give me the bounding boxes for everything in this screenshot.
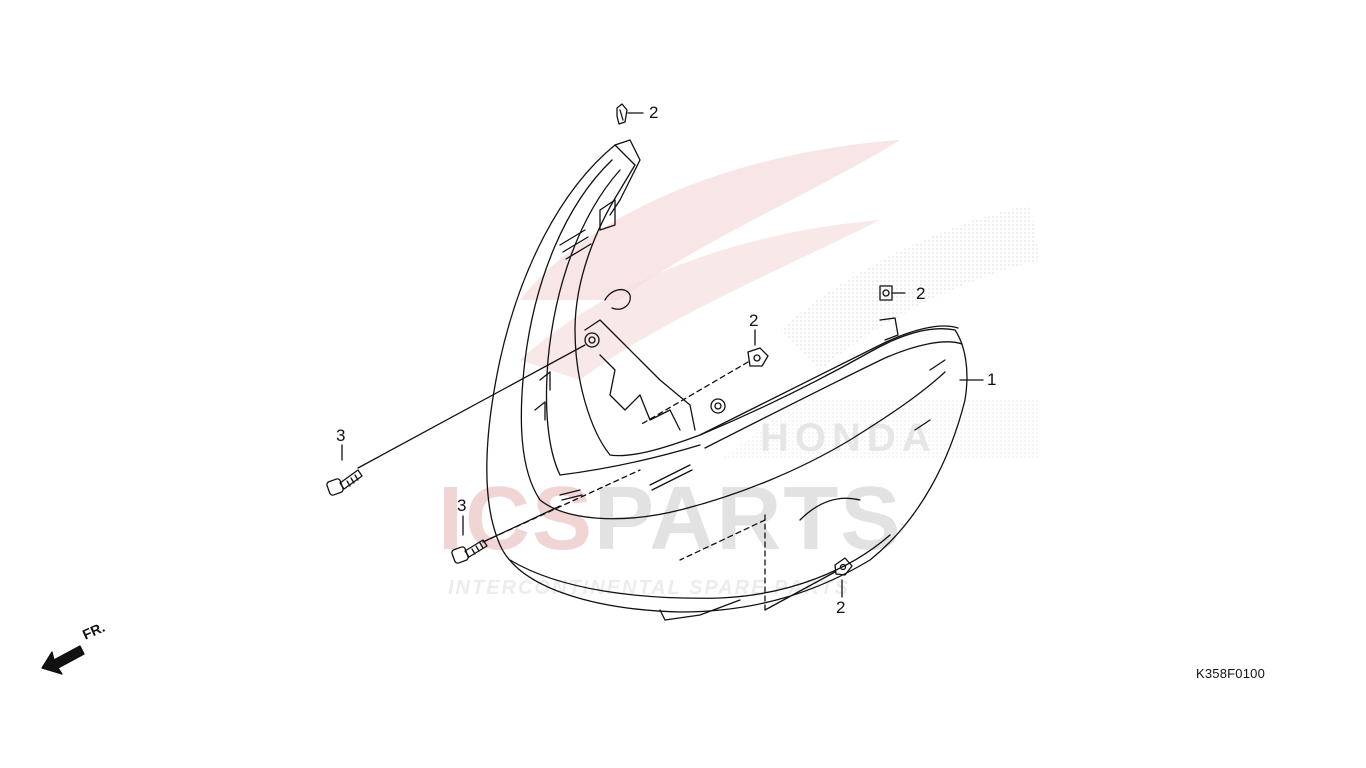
diagram-code: K358F0100 (1196, 666, 1266, 681)
leader-nut-center (639, 361, 749, 426)
clip-top-part (616, 103, 628, 125)
callout-nut-bottom: 2 (836, 598, 846, 617)
front-arrow-icon (41, 645, 85, 675)
bolt-left-part (326, 469, 363, 496)
bolt-lower-part (451, 539, 488, 564)
nut-right-top-part (879, 285, 893, 301)
leader-nut-bottom (764, 571, 836, 611)
honda-watermark-text: HONDA (760, 416, 937, 460)
nut-bottom-part (834, 557, 853, 576)
callout-nut-right-top: 2 (916, 284, 926, 303)
cover-outer-outline (486, 144, 968, 613)
cover-inner-rim (520, 159, 946, 520)
watermark-brand-part1: ICS (438, 469, 595, 569)
callout-clip-top: 2 (649, 103, 659, 122)
callout-nut-center: 2 (749, 311, 759, 330)
watermark-tagline: INTERCONTINENTAL SPARE PARTS (448, 577, 850, 599)
callout-bolt-left: 3 (336, 426, 346, 445)
callout-cover: 1 (987, 370, 997, 389)
leader-bolt-left (357, 344, 586, 469)
nut-center-part (747, 347, 769, 367)
callout-bolt-lower: 3 (457, 496, 467, 515)
